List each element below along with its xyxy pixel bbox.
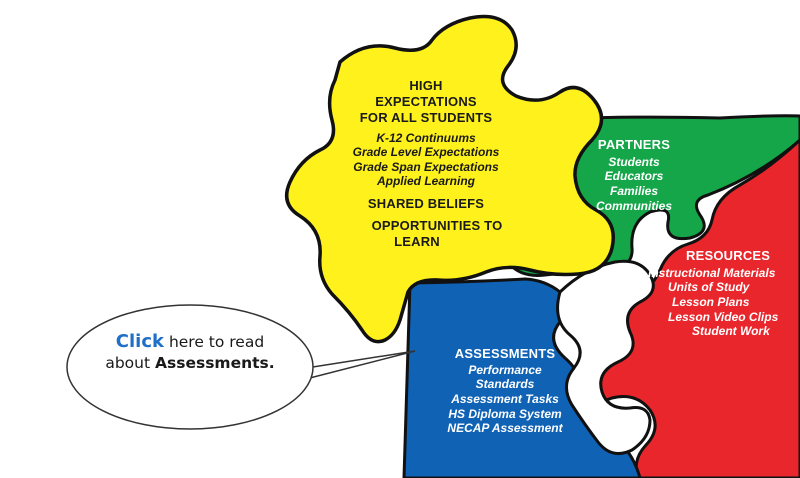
partners-item[interactable]: Communities <box>595 198 672 213</box>
click-link[interactable]: Click <box>115 331 164 352</box>
expectations-title-3: FOR ALL STUDENTS <box>359 109 493 125</box>
assessments-item[interactable]: Performance <box>468 362 542 377</box>
center-piece <box>556 259 655 456</box>
assessments-item[interactable]: Standards <box>475 377 535 392</box>
opportunities-link-2[interactable]: LEARN <box>394 233 440 249</box>
resources-item[interactable]: Instructional Materials <box>648 265 776 280</box>
expectations-item[interactable]: Grade Span Expectations <box>353 159 499 174</box>
callout-assessments: Assessments. <box>155 354 275 373</box>
expectations-item[interactable]: K-12 Continuums <box>376 130 476 145</box>
resources-title: RESOURCES <box>686 248 771 263</box>
partners-title: PARTNERS <box>597 137 671 152</box>
partners-item[interactable]: Families <box>609 184 659 199</box>
partners-text[interactable]: PARTNERS Students Educators Families Com… <box>584 137 684 213</box>
shared-beliefs-link[interactable]: SHARED BELIEFS <box>367 196 485 212</box>
partners-item[interactable]: Educators <box>604 169 664 184</box>
expectations-item[interactable]: Grade Level Expectations <box>352 145 500 160</box>
assessments-title: ASSESSMENTS <box>454 346 556 361</box>
assessments-item[interactable]: NECAP Assessment <box>447 421 563 436</box>
assessments-item[interactable]: Assessment Tasks <box>451 392 559 407</box>
assessments-item[interactable]: HS Diploma System <box>448 406 562 421</box>
callout-line-2: about <box>105 354 151 373</box>
expectations-title-2: EXPECTATIONS <box>375 93 477 109</box>
callout-line-1: here to read <box>168 333 265 351</box>
resources-item[interactable]: Lesson Video Clips <box>668 309 779 324</box>
resources-text[interactable]: RESOURCES Instructional Materials Units … <box>648 248 800 339</box>
resources-item[interactable]: Lesson Plans <box>672 295 750 310</box>
callout-text[interactable]: Click here to read about Assessments. <box>70 330 310 374</box>
expectations-piece[interactable] <box>284 14 615 344</box>
expectations-item[interactable]: Applied Learning <box>376 174 475 189</box>
resources-item[interactable]: Student Work <box>692 324 770 339</box>
expectations-title-1: HIGH <box>409 78 443 93</box>
resources-item[interactable]: Units of Study <box>668 280 750 295</box>
partners-item[interactable]: Students <box>608 154 660 169</box>
callout-bubble[interactable] <box>66 304 416 430</box>
opportunities-link-1[interactable]: OPPORTUNITIES TO <box>371 217 503 233</box>
assessments-text[interactable]: ASSESSMENTS Performance Standards Assess… <box>425 346 585 436</box>
